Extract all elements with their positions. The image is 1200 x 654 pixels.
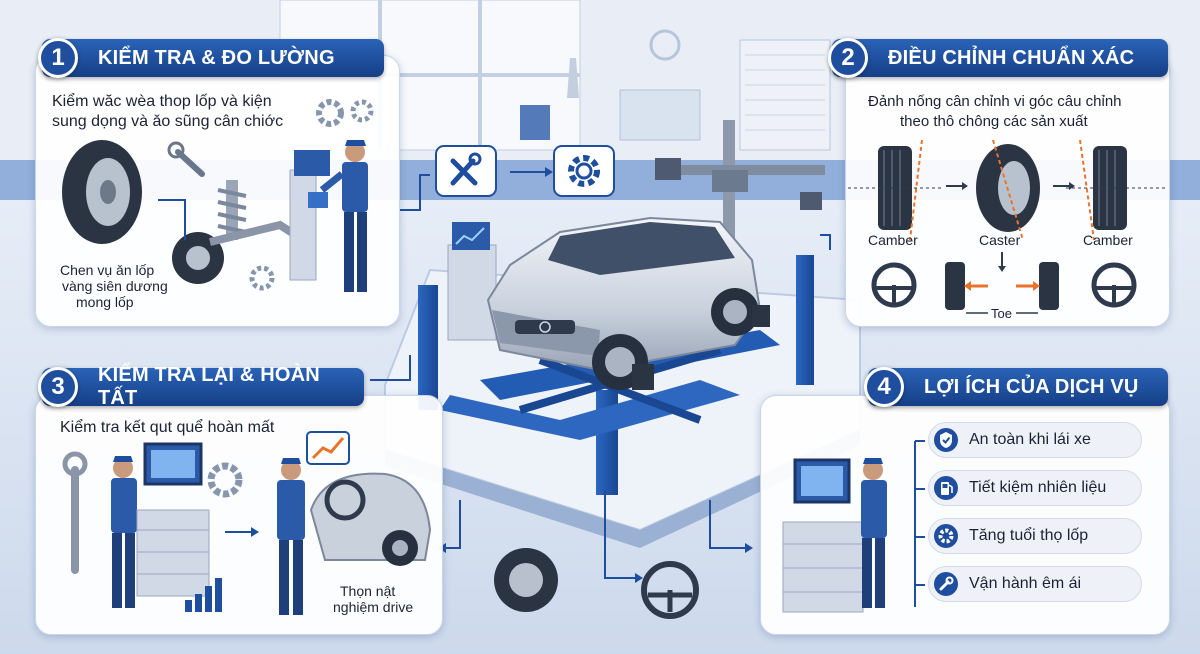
- shield-check-icon: [934, 428, 958, 452]
- benefit-label: Tăng tuổi thọ lốp: [969, 527, 1089, 544]
- camber-right-label: Camber: [1083, 232, 1133, 248]
- advisor-illustration: [782, 458, 887, 613]
- benefit-item-fuel: Tiết kiệm nhiên liệu: [928, 470, 1142, 506]
- camber-left-label: Camber: [868, 232, 918, 248]
- wrench-icon: [934, 572, 958, 596]
- caster-label: Caster: [979, 232, 1021, 248]
- step1-banner: KIỂM TRA & ĐO LƯỜNG: [42, 39, 384, 77]
- benefit-label: An toàn khi lái xe: [969, 431, 1091, 448]
- benefit-label: Tiết kiệm nhiên liệu: [969, 479, 1107, 496]
- step2-title: ĐIỀU CHỈNH CHUẨN XÁC: [888, 46, 1135, 69]
- step1-description-line2: sung dọng và ǎo sũng cân chiớc: [52, 113, 284, 130]
- gear-icon: [553, 145, 615, 197]
- step2-banner: ĐIỀU CHỈNH CHUẨN XÁC: [832, 39, 1168, 77]
- gear-icon: [934, 524, 958, 548]
- benefit-connector: [914, 440, 925, 607]
- benefit-item-smooth: Vận hành êm ái: [928, 566, 1142, 602]
- alignment-diagram: [848, 140, 1166, 314]
- step3-title: KIỂM TRA LẠI & HOÀN TẤT: [98, 364, 320, 409]
- step1-number-badge: 1: [38, 38, 78, 78]
- step1-title: KIỂM TRA & ĐO LƯỜNG: [98, 46, 335, 69]
- wrench-screwdriver-icon: [435, 145, 497, 197]
- toe-label: Toe: [991, 306, 1012, 321]
- tire-label-line3: mong lốp: [76, 294, 134, 310]
- step3-banner: KIỂM TRA LẠI & HOÀN TẤT: [42, 364, 364, 409]
- gears-icon: [316, 99, 374, 127]
- step3-description: Kiểm tra kết qut quể hoàn mất: [60, 419, 275, 436]
- step4-number-badge: 4: [864, 367, 904, 407]
- test-drive-label-line2: nghiệm drive: [333, 599, 414, 615]
- step2-description-line1: Đảnh nống cân chỉnh vi góc câu chỉnh: [868, 93, 1122, 110]
- tire-label-line2: vàng siên dương: [62, 278, 168, 294]
- tire-label-line1: Chen vụ ǎn lốp: [60, 262, 155, 278]
- benefit-item-safety: An toàn khi lái xe: [928, 422, 1142, 458]
- test-drive-label-line1: Thọn nật: [340, 583, 396, 599]
- step2-number-badge: 2: [828, 38, 868, 78]
- step3-number-badge: 3: [38, 367, 78, 407]
- step2-description-line2: theo thô chông các sản xuất: [900, 113, 1088, 130]
- inspection-illustration: [62, 140, 368, 292]
- step4-title: LỢI ÍCH CỦA DỊCH VỤ: [924, 375, 1139, 398]
- step1-description-line1: Kiểm wăc wèa thop lốp và kiện: [52, 93, 272, 110]
- fuel-pump-icon: [934, 476, 958, 500]
- benefit-item-tire-life: Tăng tuổi thọ lốp: [928, 518, 1142, 554]
- final-check-illustration: [62, 431, 432, 615]
- benefit-label: Vận hành êm ái: [969, 575, 1082, 592]
- step4-banner: LỢI ÍCH CỦA DỊCH VỤ: [868, 368, 1168, 406]
